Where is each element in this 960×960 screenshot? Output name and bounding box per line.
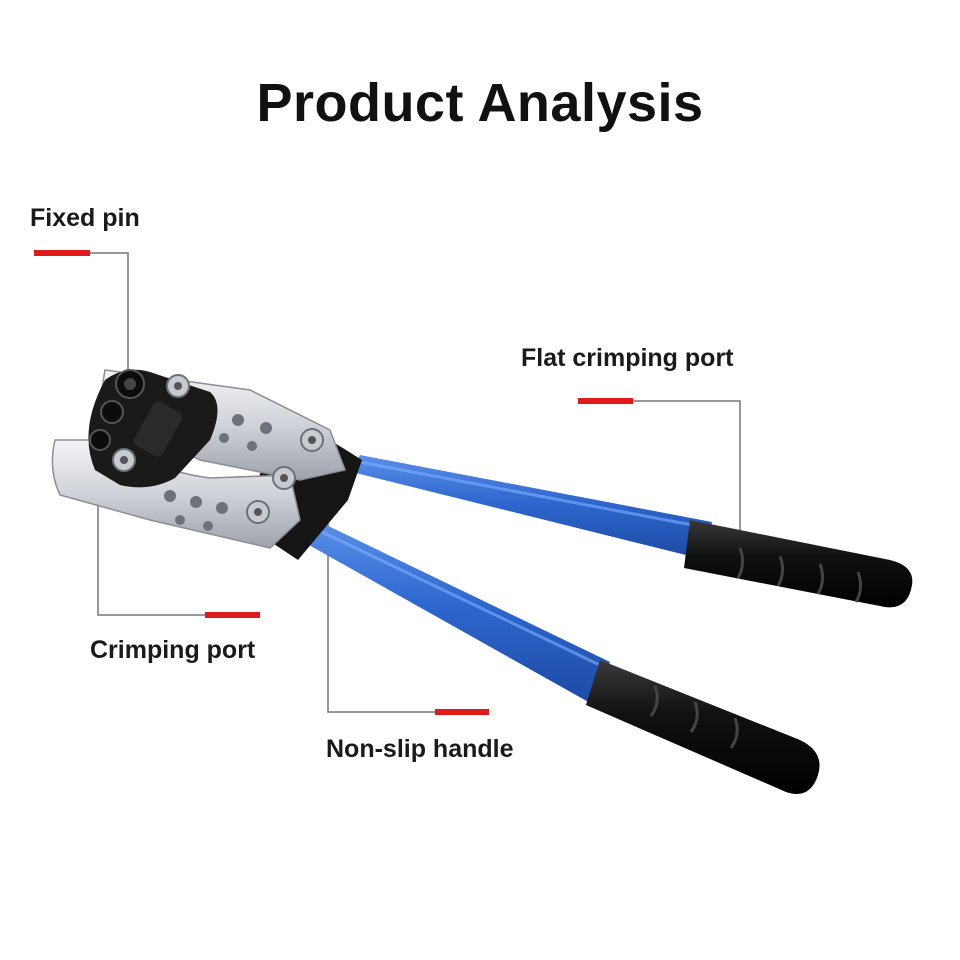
callout-fixed-pin (34, 250, 129, 378)
label-crimping-port: Crimping port (90, 636, 256, 664)
callout-crimping-port (97, 470, 260, 618)
lower-grip (586, 660, 820, 794)
callout-flat-crimping-port (578, 398, 741, 540)
label-non-slip-handle: Non-slip handle (326, 735, 514, 763)
upper-handle (352, 455, 712, 560)
lower-handle (300, 522, 610, 704)
bolt-heads (112, 374, 324, 524)
callout-non-slip-handle (327, 520, 489, 715)
label-fixed-pin: Fixed pin (30, 204, 140, 232)
upper-grip (684, 520, 913, 608)
page-title: Product Analysis (256, 73, 704, 133)
label-flat-crimping-port: Flat crimping port (521, 344, 734, 372)
bolt-centers (120, 382, 316, 516)
